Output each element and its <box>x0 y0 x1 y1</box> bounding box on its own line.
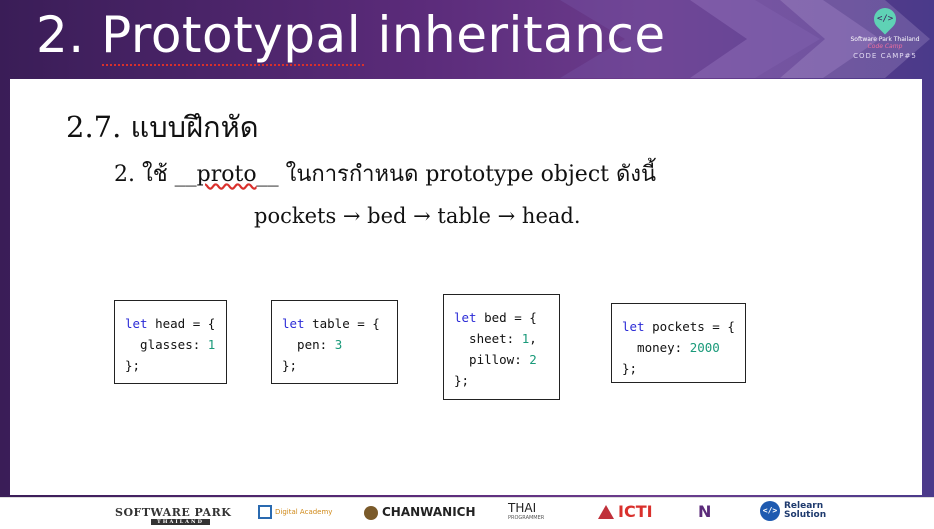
code-block-table: let table = { pen: 3 }; <box>271 300 398 384</box>
code-number: 2 <box>529 352 537 367</box>
sponsor-name: ICTI <box>618 502 653 521</box>
icti-logo: ICTI <box>598 502 653 521</box>
exercise-instruction: 2. ใช้ __proto__ ในการกำหนด prototype ob… <box>114 156 656 191</box>
code-text: sheet: <box>454 331 522 346</box>
sponsor-name: Solution <box>784 510 827 520</box>
slide-content: 2.7. แบบฝึกหัด 2. ใช้ __proto__ ในการกำห… <box>10 79 922 495</box>
code-block-head: let head = { glasses: 1 }; <box>114 300 227 384</box>
sponsor-name: THAI <box>508 501 537 515</box>
code-location-pin-icon: </> <box>869 3 901 35</box>
sponsor-name: Digital Academy <box>275 508 333 516</box>
code-text: pockets = { <box>644 319 735 334</box>
chanwanich-logo: CHANWANICH <box>364 505 476 520</box>
code-brackets-icon: </> <box>760 501 780 521</box>
logo-text: Software Park Thailand <box>850 36 920 43</box>
thai-programmer-logo: THAI PROGRAMMER <box>508 501 545 523</box>
code-text: pillow: <box>454 352 530 367</box>
codecamp-logo: </> Software Park Thailand Code Camp COD… <box>840 3 930 72</box>
sponsor-name: Relearn <box>784 501 824 511</box>
code-text: pen: <box>282 337 335 352</box>
code-keyword: let <box>622 319 645 334</box>
code-text: table = { <box>304 316 380 331</box>
code-text: }; <box>454 373 470 388</box>
instruction-suffix: __ ในการกำหนด prototype object ดังนี้ <box>256 162 657 187</box>
code-number: 2000 <box>689 340 720 355</box>
code-keyword: let <box>454 310 477 325</box>
logo-text: Code Camp <box>867 43 903 50</box>
instruction-prefix: 2. ใช้ __ <box>114 162 197 187</box>
code-number: 3 <box>334 337 343 352</box>
code-text: }; <box>622 361 638 376</box>
instruction-keyword: proto <box>196 162 257 187</box>
sponsor-subname: PROGRAMMER <box>508 515 545 521</box>
exercise-heading: 2.7. แบบฝึกหัด <box>66 110 259 144</box>
n-logo: N <box>698 502 712 521</box>
chanwanich-emblem-icon <box>364 505 378 520</box>
sponsor-name: CHANWANICH <box>382 505 476 519</box>
digital-chip-icon <box>258 505 272 519</box>
code-text: bed = { <box>476 310 537 325</box>
slide-title: 2. Prototypal inheritance <box>36 6 666 64</box>
spellcheck-underline <box>102 64 364 66</box>
code-text: , <box>529 331 537 346</box>
code-text: head = { <box>147 316 216 331</box>
digital-academy-logo: Digital Academy <box>258 505 332 519</box>
code-block-bed: let bed = { sheet: 1, pillow: 2 }; <box>443 294 560 400</box>
icti-triangle-icon <box>598 505 614 519</box>
sponsor-footer: SOFTWARE PARK THAILAND Digital Academy C… <box>0 497 934 529</box>
code-block-pockets: let pockets = { money: 2000 }; <box>611 303 746 383</box>
code-text: glasses: <box>125 337 208 352</box>
sponsor-subname: THAILAND <box>151 519 210 525</box>
code-number: 1 <box>521 331 530 346</box>
code-text: money: <box>622 340 690 355</box>
logo-text: CODE CAMP#5 <box>853 52 917 60</box>
code-keyword: let <box>282 316 305 331</box>
code-text: }; <box>125 358 141 373</box>
software-park-logo: SOFTWARE PARK THAILAND <box>115 506 232 525</box>
prototype-chain: pockets → bed → table → head. <box>254 204 581 228</box>
sponsor-name: SOFTWARE PARK <box>115 506 232 519</box>
code-keyword: let <box>125 316 148 331</box>
code-text: }; <box>282 358 298 373</box>
code-number: 1 <box>207 337 216 352</box>
